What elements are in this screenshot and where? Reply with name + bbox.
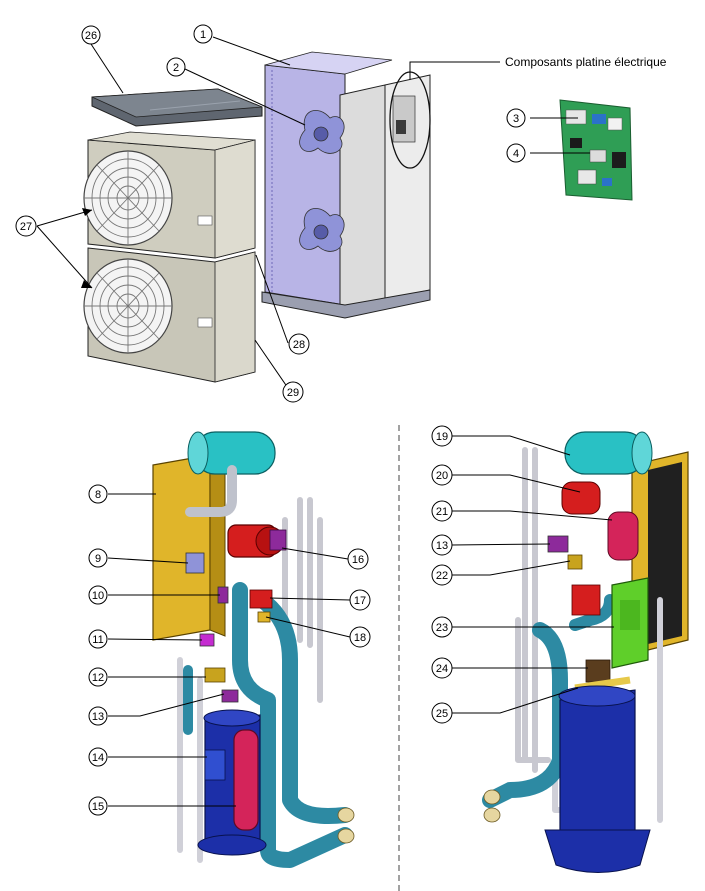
callout-1: 1 bbox=[200, 29, 206, 41]
valve-13-right bbox=[547, 535, 569, 553]
purge-18 bbox=[257, 611, 271, 623]
buffer-tank-right bbox=[564, 431, 653, 475]
electric-board-caption: Composants platine électrique bbox=[505, 55, 667, 69]
fan-grilles bbox=[83, 150, 173, 354]
fan-blades bbox=[299, 109, 345, 252]
callout-28: 28 bbox=[293, 339, 305, 351]
callout-14: 14 bbox=[92, 752, 104, 764]
valve-17 bbox=[249, 589, 273, 609]
unit-frame bbox=[261, 51, 431, 319]
callout-26: 26 bbox=[85, 30, 97, 42]
callout-29: 29 bbox=[287, 387, 299, 399]
callout-18: 18 bbox=[354, 632, 366, 644]
callout-24: 24 bbox=[436, 663, 448, 675]
accumulator-left bbox=[233, 729, 259, 831]
leader-lines bbox=[36, 36, 614, 807]
water-pump-left bbox=[227, 524, 287, 558]
callout-11: 11 bbox=[92, 634, 103, 646]
valve-pump-right bbox=[571, 584, 601, 616]
callout-13-right: 13 bbox=[436, 540, 448, 552]
top-cover bbox=[91, 88, 263, 127]
expansion-vessel-20 bbox=[561, 481, 601, 515]
buffer-tank-left bbox=[187, 431, 276, 475]
callout-8: 8 bbox=[95, 489, 101, 501]
callout-10: 10 bbox=[92, 590, 104, 602]
callout-3: 3 bbox=[513, 113, 519, 125]
drive-module-23 bbox=[611, 577, 649, 669]
callout-17: 17 bbox=[354, 595, 366, 607]
callout-15: 15 bbox=[92, 801, 104, 813]
callout-2: 2 bbox=[173, 62, 179, 74]
compressor-right bbox=[544, 685, 651, 873]
pipe-connectors-left bbox=[337, 807, 355, 844]
plate-exchanger-left bbox=[152, 454, 211, 641]
callout-25: 25 bbox=[436, 708, 448, 720]
callout-4: 4 bbox=[513, 148, 519, 160]
component-21 bbox=[607, 511, 639, 561]
valve-13-left bbox=[221, 689, 239, 703]
callout-23: 23 bbox=[436, 622, 448, 634]
callout-27-arrowheads bbox=[81, 208, 92, 288]
callout-16: 16 bbox=[352, 554, 364, 566]
refrigerant-pipes-left bbox=[177, 465, 353, 868]
callout-21: 21 bbox=[436, 506, 448, 518]
flow-sensor-9 bbox=[185, 552, 205, 574]
component-24 bbox=[585, 659, 611, 683]
callout-9: 9 bbox=[95, 553, 101, 565]
callout-13-left: 13 bbox=[92, 711, 104, 723]
callout-labels: 1 2 3 4 8 9 10 11 12 13 14 15 16 17 18 1… bbox=[20, 29, 519, 813]
callout-19: 19 bbox=[436, 431, 448, 443]
plate-exchanger-left-side bbox=[209, 454, 226, 637]
valve-11 bbox=[199, 633, 215, 647]
callout-22: 22 bbox=[436, 570, 448, 582]
valve-22 bbox=[567, 554, 583, 570]
valve-12 bbox=[204, 667, 226, 683]
callout-27: 27 bbox=[20, 221, 32, 233]
pipe-connectors-right bbox=[483, 789, 501, 823]
callout-12: 12 bbox=[92, 672, 104, 684]
callout-20: 20 bbox=[436, 470, 448, 482]
callout-bubbles bbox=[15, 24, 526, 816]
plate-exchanger-right-face bbox=[648, 462, 682, 644]
electric-board bbox=[559, 99, 633, 201]
